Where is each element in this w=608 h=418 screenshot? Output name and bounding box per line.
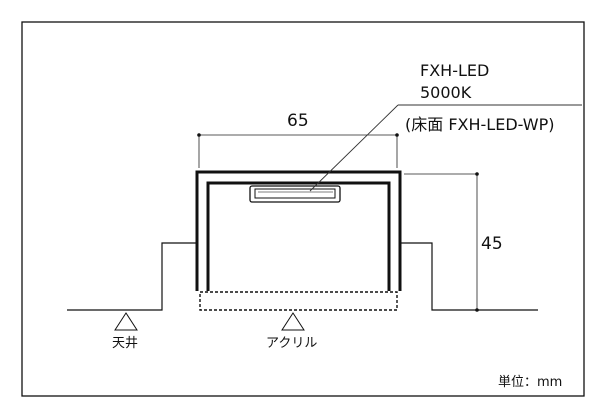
width-value: 65 xyxy=(287,111,309,131)
acrylic-datum-triangle xyxy=(281,312,305,331)
fixture-model: FXH-LED xyxy=(420,61,489,80)
housing-outer xyxy=(195,170,402,291)
acrylic-panel xyxy=(199,291,398,311)
fixture-floor-variant: (床面 FXH-LED-WP) xyxy=(405,115,554,134)
led-lamp xyxy=(249,185,341,203)
height-value: 45 xyxy=(481,234,503,254)
unit-note: 単位：mm xyxy=(498,374,562,390)
ceiling-label: 天井 xyxy=(112,336,138,351)
acrylic-label: アクリル xyxy=(266,336,317,351)
fixture-leader-line xyxy=(309,104,582,192)
housing-inner xyxy=(206,181,391,291)
ceiling-datum-triangle xyxy=(114,312,138,331)
width-dimension xyxy=(197,133,399,168)
fixture-color-temp: 5000K xyxy=(420,83,472,102)
height-dimension xyxy=(404,172,479,312)
drawing-frame xyxy=(21,21,585,397)
